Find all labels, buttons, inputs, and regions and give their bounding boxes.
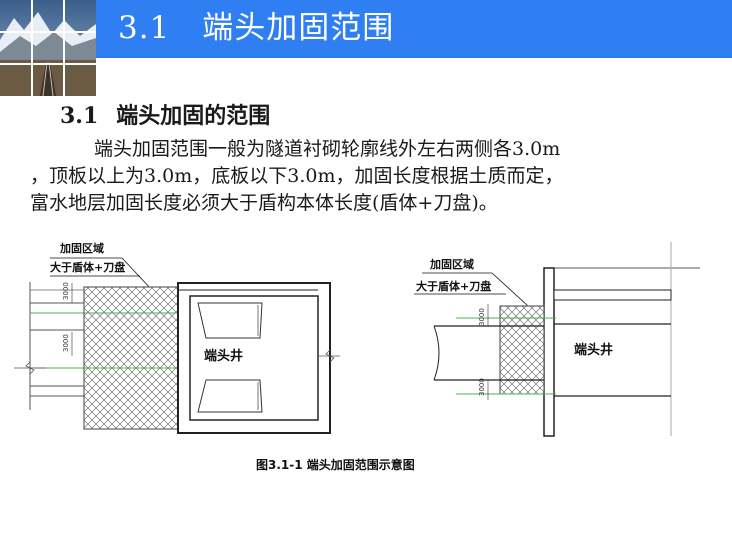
right-reinforcement-zone	[499, 305, 545, 395]
right-end-wall	[543, 267, 555, 437]
paragraph-line-1: 端头加固范围一般为隧道衬砌轮廓线外左右两侧各3.0m	[94, 138, 561, 160]
paragraph-line-2: ，顶板以上为3.0m，底板以下3.0m，加固长度根据土质而定，	[30, 165, 564, 187]
right-tunnel-break	[433, 325, 440, 381]
header-photo-thumbnail	[0, 0, 96, 96]
left-break-symbol	[25, 361, 35, 375]
paragraph-line-3: 富水地层加固长度必须大于盾构本体长度(盾体+刀盘)。	[30, 192, 498, 214]
right-break-symbol	[325, 349, 335, 363]
left-dim-bottom: 3000	[62, 334, 70, 352]
left-diagram: 加固区域 大于盾体+刀盘 3000 3000 端头井	[14, 241, 340, 434]
title-bar	[0, 0, 732, 58]
right-shaft-label: 端头井	[574, 342, 613, 358]
left-label-zone: 加固区域	[59, 241, 104, 255]
left-reinforcement-zone	[83, 286, 179, 430]
right-label-length: 大于盾体+刀盘	[416, 279, 491, 293]
section-title: 端头加固的范围	[116, 103, 271, 129]
right-label-zone: 加固区域	[429, 257, 474, 271]
left-shaft-label: 端头井	[204, 348, 243, 364]
slide-title: 3.1 端头加固范围	[118, 10, 395, 46]
right-leader-line	[491, 272, 529, 307]
left-dim-top: 3000	[62, 282, 70, 300]
section-heading: 3.1 端头加固的范围	[60, 98, 270, 130]
left-shaft-opening-top	[197, 302, 263, 339]
right-diagram: 加固区域 大于盾体+刀盘 端头井 3000 3000	[414, 242, 700, 437]
body-paragraph: 端头加固范围一般为隧道衬砌轮廓线外左右两侧各3.0m ，顶板以上为3.0m，底板…	[30, 136, 720, 217]
left-shaft-inner	[189, 295, 319, 421]
section-number: 3.1	[60, 103, 99, 129]
left-label-length: 大于盾体+刀盘	[50, 260, 125, 274]
figure-caption: 图3.1-1 端头加固范围示意图	[256, 458, 415, 472]
right-dim-bottom: 3000	[478, 378, 486, 396]
right-shaft-slab-top	[553, 289, 672, 301]
right-dim-top: 3000	[478, 308, 486, 326]
left-leader-line	[121, 257, 153, 291]
left-shaft-opening-bottom	[197, 379, 263, 413]
